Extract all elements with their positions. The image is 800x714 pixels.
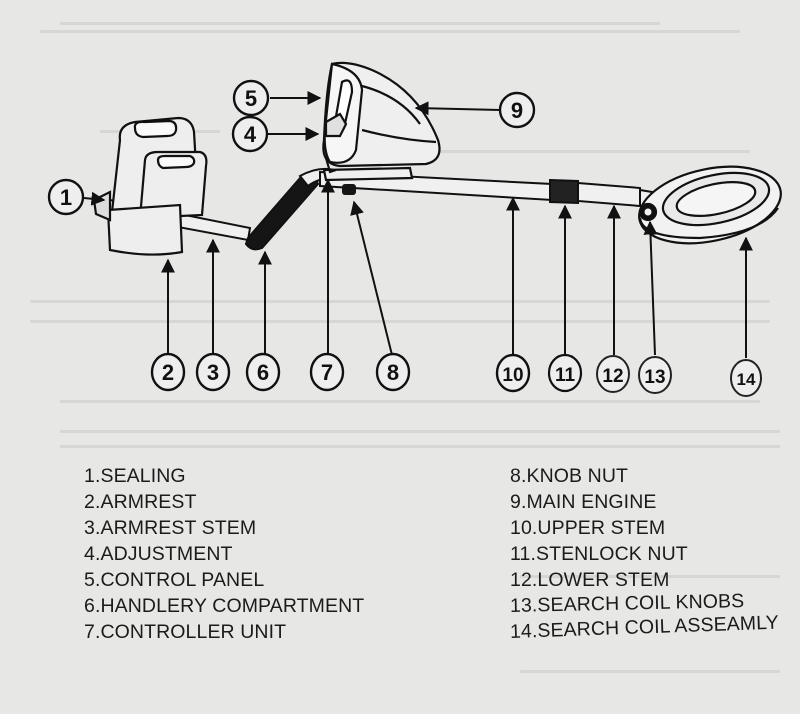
callout-14: 14 [730, 359, 762, 397]
callout-4: 4 [231, 115, 269, 153]
callout-7: 7 [309, 352, 345, 392]
leader-9 [414, 101, 501, 116]
svg-text:5: 5 [245, 86, 257, 111]
search-coil [638, 165, 782, 245]
legend-item-7: 7.CONTROLLER UNIT [84, 621, 287, 643]
callout-12: 12 [596, 355, 630, 393]
svg-text:4: 4 [244, 122, 257, 147]
legend-item-4: 4.ADJUSTMENT [84, 543, 233, 565]
svg-text:14: 14 [737, 370, 756, 389]
knob-nut [342, 184, 356, 195]
leader-1 [83, 191, 106, 206]
armrest [92, 116, 208, 256]
legend-item-10: 10.UPPER STEM [510, 517, 666, 539]
leader-13 [643, 220, 658, 356]
svg-text:1: 1 [60, 185, 72, 210]
legend-left-column: 1.SEALING 2.ARMREST 3.ARMREST STEM 4.ADJ… [84, 463, 364, 645]
callout-10: 10 [495, 353, 531, 393]
svg-text:11: 11 [555, 365, 576, 386]
legend-item-11: 11.STENLOCK NUT [510, 543, 688, 565]
svg-text:12: 12 [602, 366, 623, 387]
leader-8 [350, 200, 393, 356]
callout-3: 3 [195, 352, 231, 392]
svg-text:6: 6 [257, 360, 269, 385]
svg-text:7: 7 [321, 360, 333, 385]
legend-item-1: 1.SEALING [84, 465, 186, 487]
callout-1: 1 [47, 178, 85, 216]
leader-lines [83, 91, 753, 358]
legend-item-5: 5.CONTROL PANEL [84, 569, 265, 591]
callout-11: 11 [547, 353, 583, 393]
legend-item-6: 6.HANDLERY COMPARTMENT [84, 595, 365, 617]
callout-9: 9 [498, 91, 536, 129]
svg-text:13: 13 [644, 367, 665, 388]
callout-13: 13 [638, 356, 672, 394]
callout-2: 2 [150, 352, 186, 392]
legend-item-9: 9.MAIN ENGINE [510, 491, 657, 513]
svg-text:10: 10 [502, 365, 523, 386]
callout-5: 5 [232, 79, 270, 117]
legend-item-2: 2.ARMREST [84, 491, 197, 513]
svg-text:8: 8 [387, 360, 399, 385]
legend-item-8: 8.KNOB NUT [510, 465, 629, 487]
legend-right-column: 8.KNOB NUT 9.MAIN ENGINE 10.UPPER STEM 1… [510, 463, 780, 645]
callout-8: 8 [375, 352, 411, 392]
legend-item-3: 3.ARMREST STEM [84, 517, 257, 539]
callout-6: 6 [245, 352, 281, 392]
main-engine [322, 61, 441, 182]
svg-text:2: 2 [162, 360, 174, 385]
svg-text:9: 9 [511, 98, 523, 123]
svg-text:3: 3 [207, 360, 219, 385]
legend-item-12: 12.LOWER STEM [510, 569, 670, 591]
